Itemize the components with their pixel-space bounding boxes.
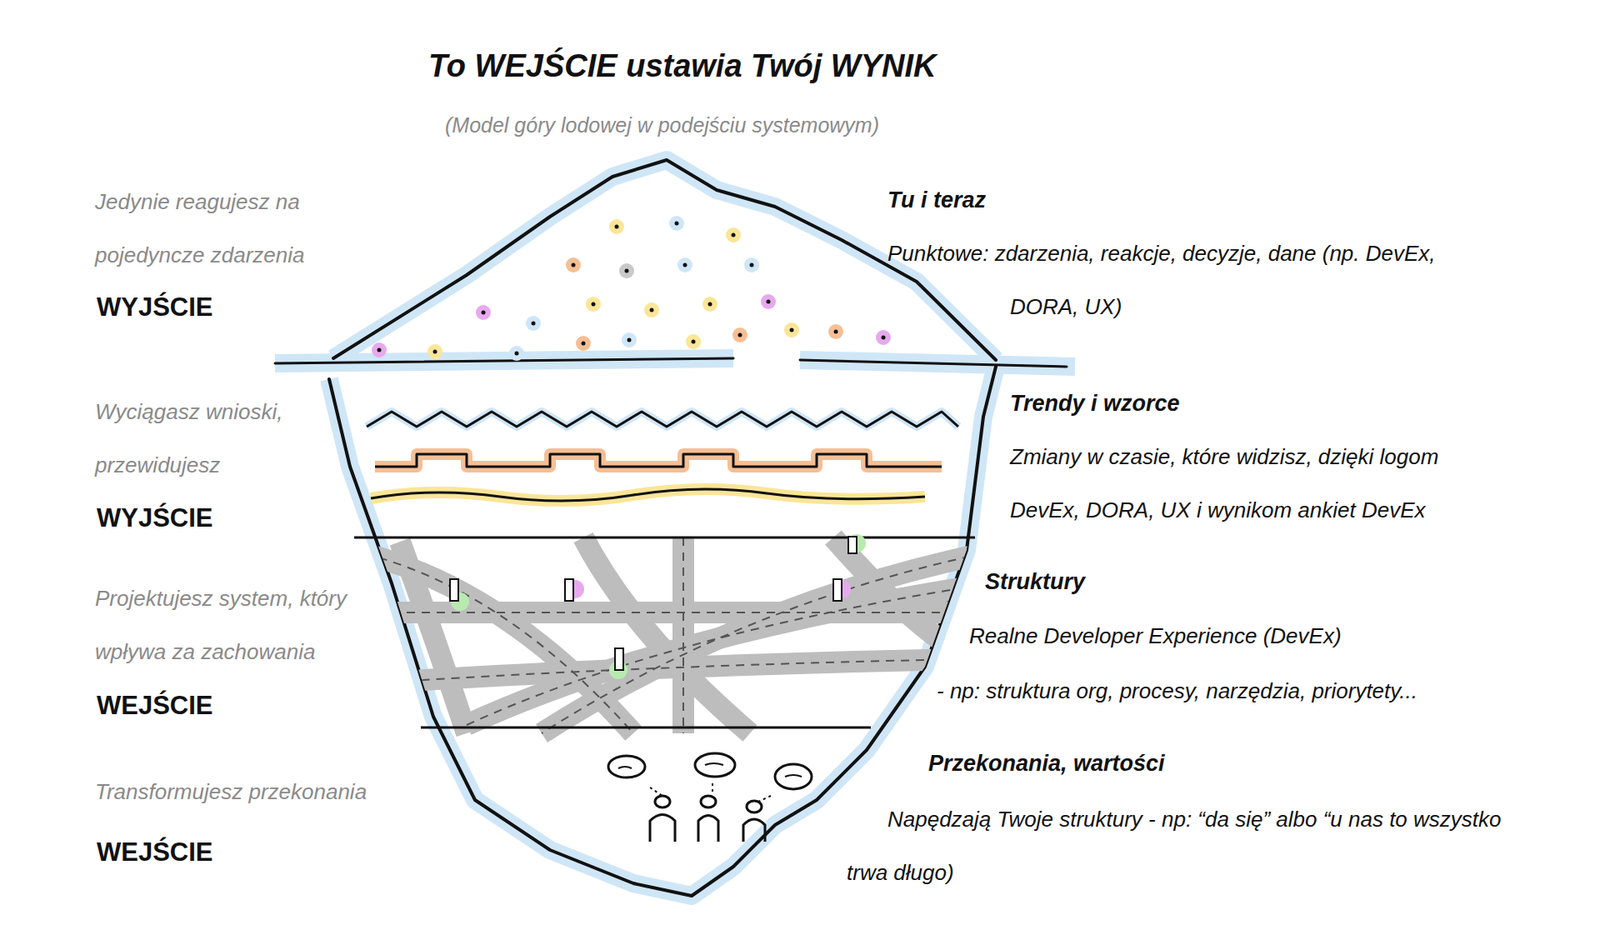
water-glow	[275, 160, 1075, 896]
event-dot-center	[581, 341, 586, 346]
iceberg-outline	[275, 160, 1067, 896]
level-description: Transformujesz przekonania	[95, 765, 420, 819]
event-dot-center	[683, 263, 688, 268]
event-dot-center	[625, 269, 630, 274]
event-dot-center	[790, 328, 795, 333]
event-dot	[685, 334, 701, 350]
event-dot	[828, 324, 844, 340]
layer-heading: Tu i teraz	[887, 186, 986, 215]
event-dot	[702, 296, 718, 312]
traffic-lights	[450, 534, 866, 680]
level-description: Jedynie reagujesz na pojedyncze zdarzeni…	[95, 175, 412, 282]
structure-borders	[354, 537, 975, 728]
event-dot-center	[766, 300, 771, 305]
event-dot-center	[834, 330, 839, 335]
event-dot	[427, 344, 443, 360]
event-dot	[609, 219, 625, 235]
event-dot	[875, 330, 891, 345]
event-dot	[475, 305, 491, 320]
event-dot-center	[650, 308, 655, 313]
event-dots	[371, 215, 891, 361]
event-dot	[725, 227, 741, 243]
event-dot	[575, 335, 591, 351]
event-dot-center	[615, 225, 620, 230]
event-dot-center	[591, 302, 596, 307]
event-dot	[784, 322, 800, 338]
event-dot-center	[738, 333, 743, 338]
event-dot	[371, 342, 387, 358]
event-dot-center	[881, 335, 886, 340]
event-dot-center	[731, 233, 736, 238]
event-dot	[621, 332, 637, 348]
event-dot-center	[675, 221, 680, 226]
layer-heading: Trendy i wzorce	[1010, 390, 1180, 419]
event-dot	[760, 294, 776, 310]
trend-lines	[366, 411, 959, 501]
event-dot	[619, 263, 635, 279]
layer-heading: Przekonania, wartości	[928, 750, 1165, 779]
layer-description: Napędzają Twoje struktury - np: “da się”…	[846, 792, 1505, 900]
layer-description: - np: struktura org, procesy, narzędzia,…	[936, 664, 1554, 718]
event-dot	[744, 257, 760, 273]
event-dot	[509, 345, 525, 361]
event-dot-center	[691, 340, 696, 345]
event-dot	[565, 257, 581, 273]
layer-description: Realne Developer Experience (DevEx)	[969, 609, 1536, 663]
event-dot-center	[481, 310, 486, 315]
level-type: WYJŚCIE	[96, 291, 214, 325]
event-dot-center	[377, 348, 382, 353]
event-dot-center	[515, 351, 520, 356]
event-dot	[677, 257, 693, 273]
layer-description: Zmiany w czasie, które widzisz, dzięki l…	[1010, 430, 1510, 537]
event-dot	[525, 315, 541, 331]
level-type: WEJŚCIE	[96, 690, 214, 723]
event-dot	[585, 296, 601, 312]
level-type: WEJŚCIE	[96, 836, 214, 870]
event-dot	[732, 327, 748, 343]
subtitle: (Model góry lodowej w podejściu systemow…	[445, 112, 880, 139]
event-dot-center	[571, 263, 576, 268]
level-type: WYJŚCIE	[96, 502, 214, 535]
event-dot-center	[708, 302, 713, 307]
event-dot-center	[531, 321, 536, 326]
layer-description: Punktowe: zdarzenia, reakcje, decyzje, d…	[887, 226, 1477, 334]
level-description: Wyciągasz wnioski, przewidujesz	[95, 385, 412, 492]
event-dot	[669, 215, 685, 231]
layer-heading: Struktury	[985, 568, 1085, 597]
title: To WEJŚCIE ustawia Twój WYNIK	[428, 46, 936, 87]
event-dot-center	[750, 263, 755, 268]
event-dot-center	[433, 350, 438, 355]
event-dot-center	[627, 338, 632, 343]
belief-figures	[608, 753, 812, 842]
event-dot	[644, 302, 660, 318]
road-structures	[316, 537, 1000, 734]
level-description: Projektujesz system, który wpływa za zac…	[95, 571, 420, 679]
